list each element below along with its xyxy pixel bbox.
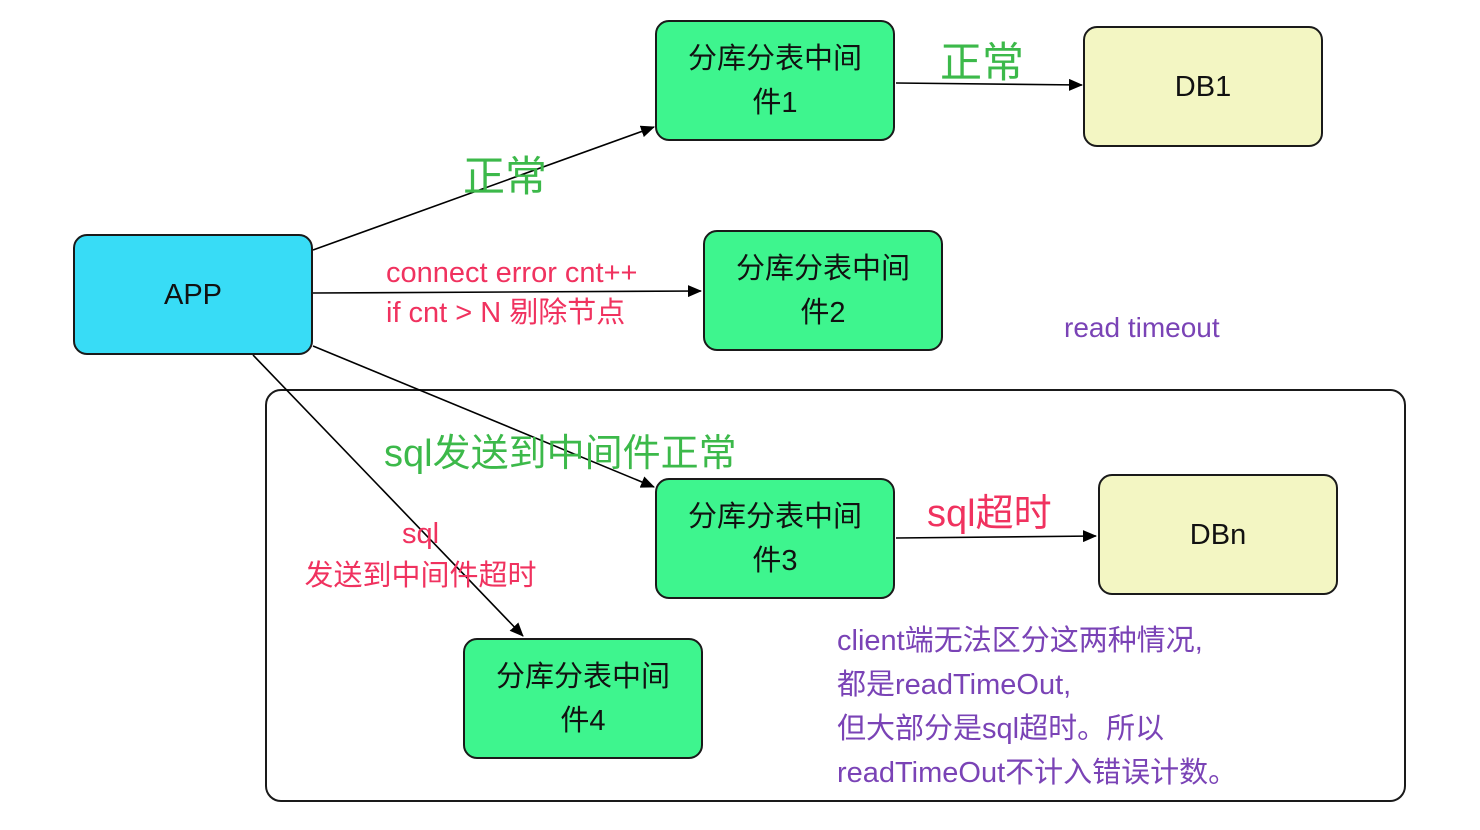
- edge-app-to-mid3: [312, 345, 655, 488]
- middleware-4-node: 分库分表中间 件4: [463, 638, 703, 759]
- label-app-to-mid4-line2: 发送到中间件超时: [304, 560, 537, 592]
- label-app-to-mid2: connect error cnt++ if cnt > N 剔除节点: [386, 253, 637, 333]
- timeout-group-frame: [265, 389, 1406, 802]
- middleware-2-label-line1: 分库分表中间: [735, 252, 910, 285]
- note-line-3: 但大部分是sql超时。所以: [837, 713, 1165, 745]
- middleware-1-node: 分库分表中间 件1: [655, 20, 895, 141]
- label-read-timeout: read timeout: [1064, 312, 1220, 343]
- note-line-4: readTimeOut不计入错误计数。: [837, 757, 1238, 789]
- edge-app-to-mid2: [312, 285, 702, 298]
- label-app-to-mid2-line1: connect error cnt++: [386, 257, 638, 289]
- edge-mid3-to-dbn: [895, 530, 1097, 543]
- middleware-4-label-line2: 件4: [560, 704, 606, 737]
- middleware-1-label-line2: 件1: [752, 86, 798, 119]
- dbn-node: DBn: [1098, 474, 1338, 595]
- label-app-to-mid3: sql发送到中间件正常: [384, 433, 737, 475]
- note-text: client端无法区分这两种情况, 都是readTimeOut, 但大部分是sq…: [837, 619, 1237, 795]
- note-line-1: client端无法区分这两种情况,: [837, 625, 1203, 657]
- app-node: APP: [73, 234, 313, 355]
- db1-node: DB1: [1083, 26, 1323, 147]
- label-app-to-mid4: sql 发送到中间件超时: [292, 513, 549, 597]
- edge-app-to-mid1: [312, 125, 655, 251]
- dbn-node-label: DBn: [1189, 518, 1247, 551]
- middleware-2-label-line2: 件2: [800, 296, 846, 329]
- label-app-to-mid4-line1: sql: [401, 518, 440, 550]
- middleware-4-label-line1: 分库分表中间: [495, 660, 670, 693]
- middleware-1-label-line1: 分库分表中间: [687, 42, 862, 75]
- label-mid3-to-dbn: sql超时: [927, 493, 1052, 535]
- middleware-3-label-line2: 件3: [752, 544, 798, 577]
- app-node-label: APP: [163, 278, 223, 311]
- edge-mid1-to-db1: [895, 78, 1083, 91]
- edge-app-to-mid4: [252, 354, 524, 637]
- label-mid1-to-db1: 正常: [940, 39, 1025, 86]
- note-line-2: 都是readTimeOut,: [837, 669, 1072, 701]
- db1-node-label: DB1: [1174, 70, 1232, 103]
- middleware-2-node: 分库分表中间 件2: [703, 230, 943, 351]
- middleware-3-node: 分库分表中间 件3: [655, 478, 895, 599]
- middleware-3-label-line1: 分库分表中间: [687, 500, 862, 533]
- label-app-to-mid1: 正常: [463, 153, 548, 200]
- label-app-to-mid2-line2: if cnt > N 剔除节点: [386, 297, 626, 329]
